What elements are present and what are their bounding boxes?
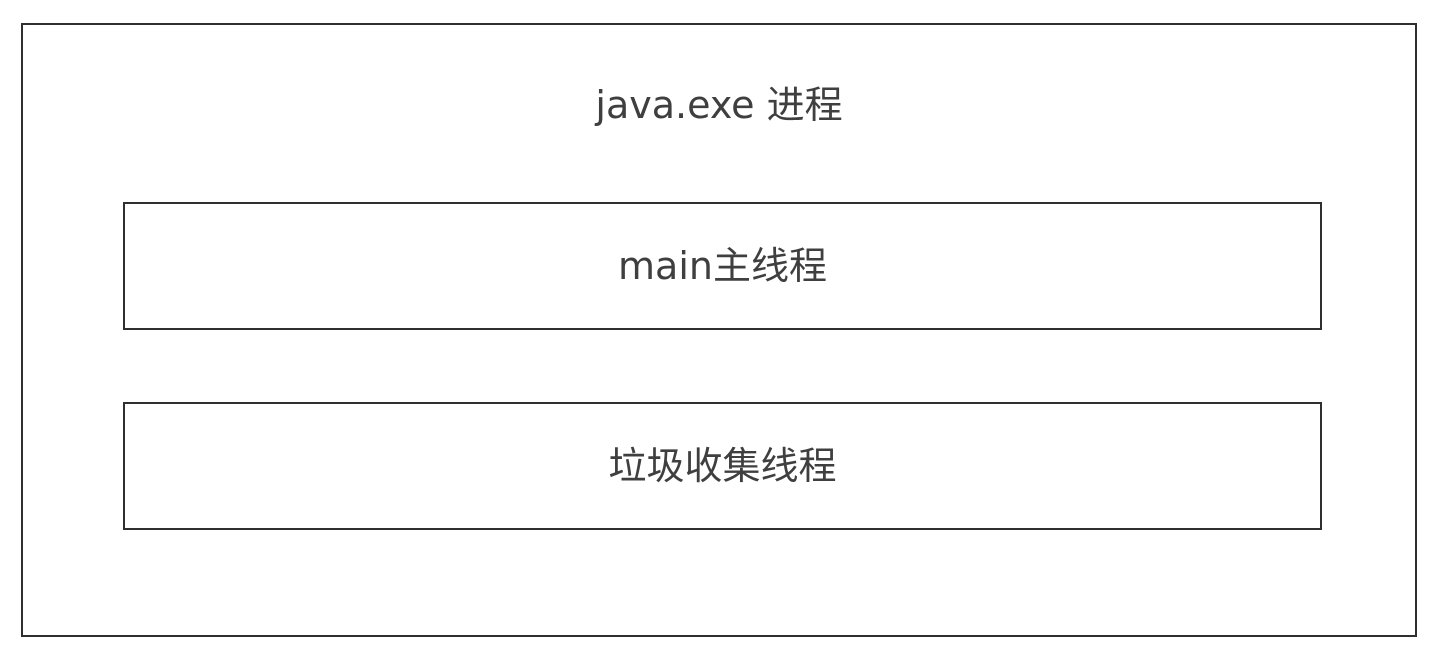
main-thread-box: main主线程: [123, 202, 1322, 330]
gc-thread-box: 垃圾收集线程: [123, 402, 1322, 530]
gc-thread-label: 垃圾收集线程: [608, 444, 837, 488]
process-label: java.exe 进程: [595, 83, 843, 127]
process-box: java.exe 进程 main主线程 垃圾收集线程: [21, 23, 1417, 637]
main-thread-label: main主线程: [618, 244, 827, 288]
